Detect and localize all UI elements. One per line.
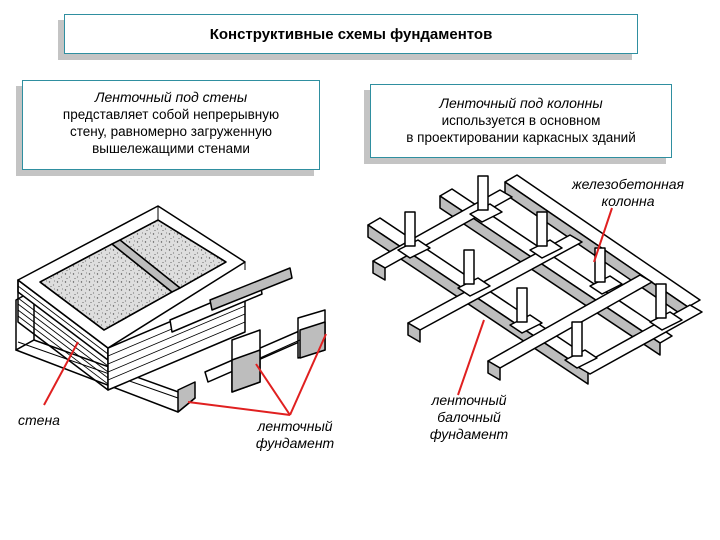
strip-foundation-drawing bbox=[15, 205, 326, 413]
strip-under-walls-heading: Ленточный под стены bbox=[94, 89, 248, 105]
strip-under-walls-box: Ленточный под стены представляет собой н… bbox=[22, 80, 320, 170]
beam-foundation-label: ленточный балочный фундамент bbox=[429, 392, 509, 442]
strip-foundation-label: ленточный фундамент bbox=[255, 418, 335, 451]
strip-under-columns-box: Ленточный под колонны используется в осн… bbox=[370, 84, 672, 158]
strip-under-walls-description: представляет собой непрерывную стену, ра… bbox=[62, 107, 280, 156]
title-box: Конструктивные схемы фундаментов bbox=[64, 14, 638, 54]
wall-label: стена bbox=[18, 412, 60, 428]
beam-foundation-drawing bbox=[367, 174, 703, 385]
rc-column-label: железобетонная колонна bbox=[571, 176, 685, 209]
strip-under-columns-heading: Ленточный под колонны bbox=[439, 95, 603, 111]
pointer-lines bbox=[43, 207, 613, 416]
page-title: Конструктивные схемы фундаментов bbox=[209, 26, 493, 43]
strip-under-columns-description: используется в основном в проектировании… bbox=[406, 113, 636, 145]
